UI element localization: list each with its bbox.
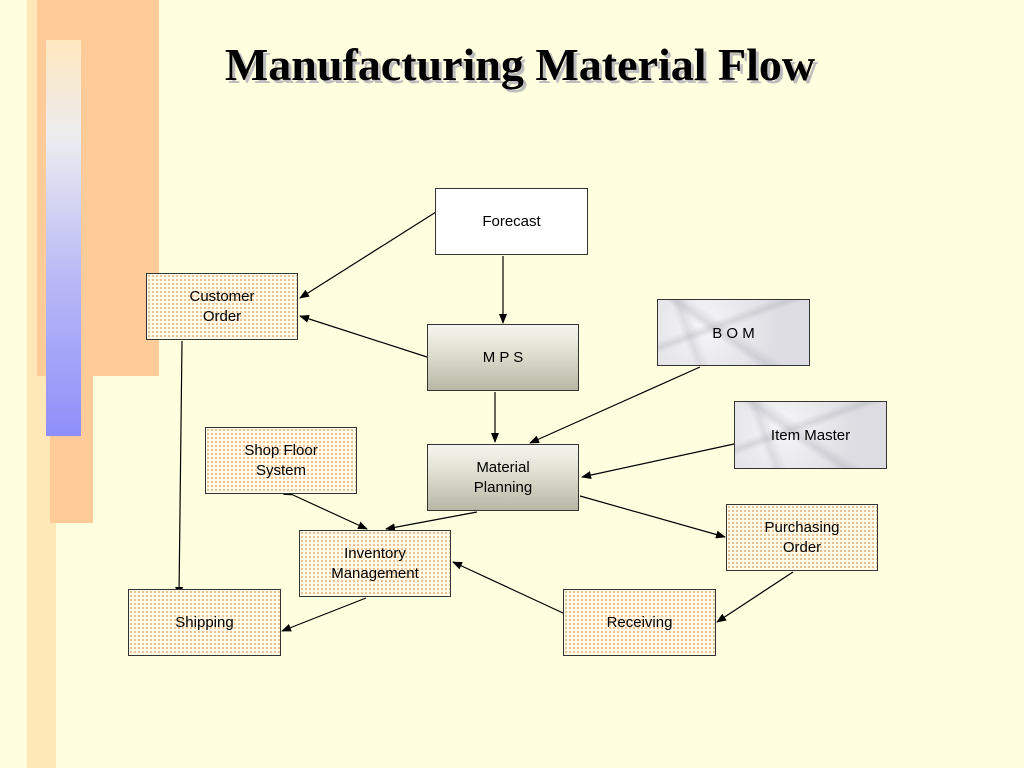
arrow-material-planning-to-purchasing-order	[579, 495, 726, 539]
arrow-forecast-to-customer-order	[299, 211, 437, 299]
decor-bar-blue-gradient	[46, 40, 81, 436]
item-master-box: Item Master	[734, 401, 887, 469]
shop-floor-system-box: Shop Floor System	[205, 427, 357, 494]
inventory-management-box: Inventory Management	[299, 530, 451, 597]
arrow-purchasing-to-receiving	[716, 571, 794, 623]
shipping-box: Shipping	[128, 589, 281, 656]
arrow-mps-to-customer-order	[299, 314, 428, 358]
forecast-box: Forecast	[435, 188, 588, 255]
receiving-box: Receiving	[563, 589, 716, 656]
arrow-bom-to-material-planning	[529, 366, 701, 444]
material-planning-box: Material Planning	[427, 444, 579, 511]
arrow-item-master-to-material-planning	[581, 443, 735, 479]
purchasing-order-box: Purchasing Order	[726, 504, 878, 571]
arrow-customer-order-to-shipping	[175, 340, 184, 597]
customer-order-box: Customer Order	[146, 273, 298, 340]
mps-box: M P S	[427, 324, 579, 391]
arrow-material-planning-to-inventory	[385, 511, 478, 532]
bom-box: B O M	[657, 299, 810, 366]
arrow-shop-floor-inventory	[283, 487, 368, 530]
arrow-receiving-to-inventory	[452, 561, 564, 614]
arrow-inventory-to-shipping	[281, 597, 367, 632]
slide-title: Manufacturing Material Flow	[224, 39, 816, 90]
